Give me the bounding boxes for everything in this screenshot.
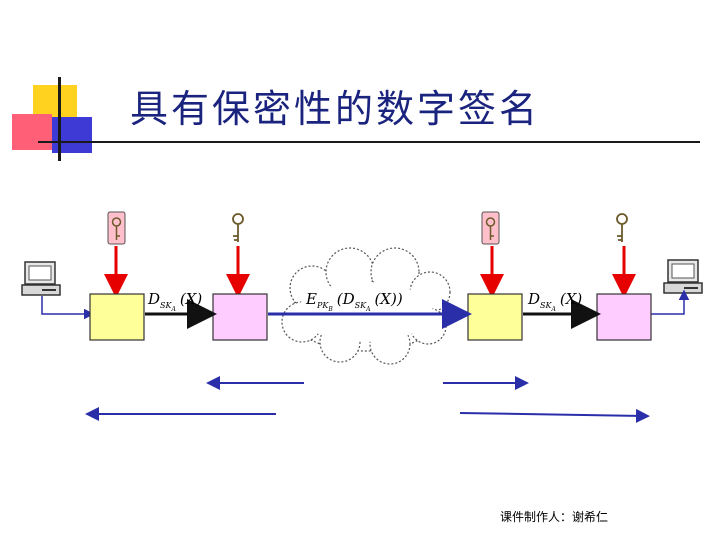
- sender-public-key-icon: [616, 213, 628, 242]
- receiver-cable: [650, 289, 690, 315]
- slide-title: 具有保密性的数字签名: [130, 87, 541, 131]
- sender-encrypt-box: [212, 293, 268, 341]
- receiver-private-key-card-icon: [481, 211, 500, 245]
- ornament-red-square: [12, 114, 52, 150]
- sender-computer-icon: [21, 261, 61, 296]
- ornament-vertical-line: [58, 77, 61, 161]
- title-underline: [38, 141, 700, 143]
- signed-label-left: DSKA(X): [147, 290, 202, 313]
- lower-line-4: [459, 408, 650, 423]
- cipher-label: EPKB(DSKA(X)): [305, 290, 403, 313]
- signed-label-right: DSKA(X): [527, 290, 582, 313]
- receiver-public-key-icon: [232, 213, 244, 242]
- receiver-decrypt-box: [467, 293, 523, 341]
- sender-private-key-card-icon: [107, 211, 126, 245]
- sender-cable: [41, 296, 95, 320]
- sender-sign-box: [89, 293, 145, 341]
- receiver-computer-icon: [663, 259, 703, 294]
- receiver-verify-box: [596, 293, 652, 341]
- credit-text: 课件制作人：谢希仁: [500, 510, 609, 524]
